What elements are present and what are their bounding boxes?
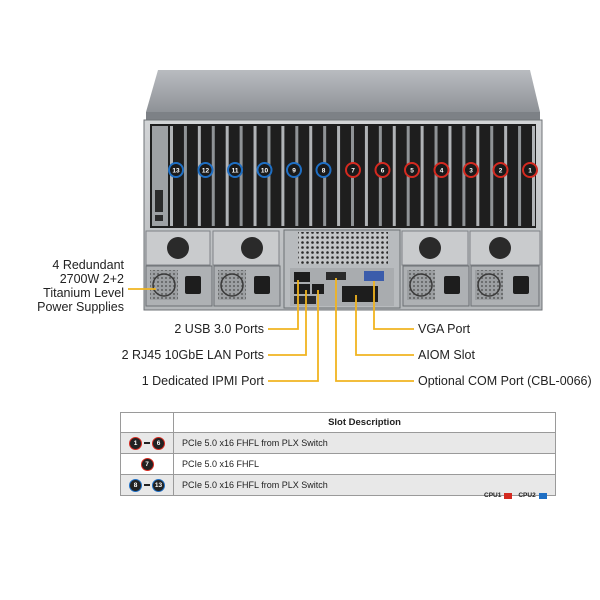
psu-label-line: 2700W 2+2 bbox=[59, 272, 124, 286]
slot-number: 10 bbox=[261, 168, 269, 175]
slot-description: PCIe 5.0 x16 FHFL from PLX Switch bbox=[173, 474, 556, 496]
slot-bracket bbox=[183, 126, 187, 226]
slot-bracket bbox=[253, 126, 257, 226]
psu-label-line: Titanium Level bbox=[43, 286, 124, 300]
callout-line-com bbox=[335, 278, 414, 382]
slot-bracket bbox=[392, 126, 396, 226]
slot-bracket bbox=[239, 126, 243, 226]
slot-badge-3: 3 bbox=[463, 162, 479, 178]
slot-badge: 7 bbox=[140, 457, 154, 471]
table-row: 7 PCIe 5.0 x16 FHFL bbox=[120, 453, 556, 475]
callout-line-lan bbox=[268, 290, 307, 356]
slot-badge-2: 2 bbox=[492, 162, 509, 178]
psu-4 bbox=[470, 265, 540, 307]
slot-bracket bbox=[476, 126, 480, 226]
slot-number: 1 bbox=[528, 168, 532, 175]
slot-bracket bbox=[197, 126, 201, 226]
slot-badges: 13 12 11 10 9 8 7 6 5 4 3 2 1 bbox=[168, 162, 538, 178]
slot-number: 12 bbox=[202, 168, 210, 175]
slot-badge-6: 6 bbox=[374, 162, 391, 178]
slot-number: 7 bbox=[351, 168, 355, 175]
slot-badge-8: 8 bbox=[315, 162, 332, 178]
slot-number: 3 bbox=[469, 168, 473, 175]
psu-3 bbox=[402, 265, 470, 307]
callout-line-ipmi bbox=[268, 290, 319, 382]
slot-bracket bbox=[364, 126, 368, 226]
cpu-legend: CPU1 CPU2 bbox=[484, 492, 547, 499]
slot-badge: 13 bbox=[152, 478, 165, 492]
slot-description: PCIe 5.0 x16 FHFL from PLX Switch bbox=[173, 432, 556, 454]
slot-bracket bbox=[337, 126, 341, 226]
psu-label: 4 Redundant 2700W 2+2 Titanium Level Pow… bbox=[8, 258, 124, 314]
table-corner-cell bbox=[120, 412, 174, 433]
slot-number: 11 bbox=[232, 168, 239, 175]
lan-ports-label: 2 RJ45 10GbE LAN Ports bbox=[121, 348, 264, 362]
io-panel bbox=[283, 229, 401, 309]
slot-bracket bbox=[281, 126, 285, 226]
slot-badge-13: 13 bbox=[168, 162, 184, 178]
psu-2 bbox=[213, 265, 281, 307]
slot-bracket bbox=[420, 126, 424, 226]
vga-port-label: VGA Port bbox=[418, 322, 471, 336]
slot-bracket bbox=[490, 126, 494, 226]
psu-label-line: Power Supplies bbox=[37, 300, 124, 314]
slot-number: 5 bbox=[410, 168, 414, 175]
psu-bays bbox=[145, 230, 541, 307]
slot-bracket bbox=[211, 126, 215, 226]
slot-description: PCIe 5.0 x16 FHFL bbox=[173, 453, 556, 475]
slot-number: 9 bbox=[292, 168, 296, 175]
vga-port bbox=[364, 271, 384, 281]
slot-badge-9: 9 bbox=[286, 162, 302, 178]
usb-port bbox=[294, 272, 310, 282]
slot-badge-5: 5 bbox=[404, 162, 420, 178]
slot-number: 6 bbox=[381, 168, 385, 175]
legend-cpu1-label: CPU1 bbox=[484, 492, 502, 499]
slot-badge-1: 1 bbox=[522, 162, 538, 178]
slot-number: 8 bbox=[322, 168, 326, 175]
psu-label-line: 4 Redundant bbox=[52, 258, 124, 272]
callout-lines bbox=[128, 278, 414, 382]
usb-ports-label: 2 USB 3.0 Ports bbox=[174, 322, 264, 336]
slot-number: 2 bbox=[499, 168, 503, 175]
aiom-slot-label: AIOM Slot bbox=[418, 348, 475, 362]
slot-bracket bbox=[225, 126, 229, 226]
slot-bracket bbox=[448, 126, 452, 226]
slot-badge-12: 12 bbox=[197, 162, 214, 178]
slot-bracket bbox=[434, 126, 438, 226]
com-port-label: Optional COM Port (CBL-0066) bbox=[418, 374, 592, 388]
slot-range-cell: 7 bbox=[120, 453, 174, 475]
slot-badge: 6 bbox=[152, 436, 165, 450]
slot-badge-4: 4 bbox=[433, 162, 450, 178]
legend-cpu2-swatch bbox=[538, 492, 547, 499]
table-row: 8 13 PCIe 5.0 x16 FHFL from PLX Switch bbox=[120, 474, 556, 496]
slot-badge-7: 7 bbox=[345, 162, 361, 178]
callout-line-usb bbox=[268, 280, 299, 330]
slot-bracket bbox=[518, 126, 522, 226]
psu-1 bbox=[145, 265, 213, 307]
callout-line-vga bbox=[373, 281, 414, 330]
com-port bbox=[326, 272, 346, 280]
legend-cpu1-swatch bbox=[504, 492, 513, 499]
slot-badge-10: 10 bbox=[256, 162, 273, 178]
slot-bracket bbox=[462, 126, 466, 226]
slot-number: 13 bbox=[172, 168, 180, 175]
slot-badge-11: 11 bbox=[227, 162, 243, 178]
lan-port bbox=[294, 284, 310, 294]
slot-range-cell: 8 13 bbox=[120, 474, 174, 496]
ipmi-port-label: 1 Dedicated IPMI Port bbox=[141, 374, 264, 388]
callout-line-aiom bbox=[355, 295, 414, 356]
chassis-top bbox=[146, 70, 540, 122]
slot-badge: 8 bbox=[129, 478, 142, 492]
legend-cpu2-label: CPU2 bbox=[518, 492, 536, 499]
aiom-slot bbox=[342, 286, 378, 302]
slot-number: 4 bbox=[440, 168, 444, 175]
slot-badge: 1 bbox=[129, 436, 142, 450]
ipmi-port bbox=[312, 284, 324, 294]
table-header: Slot Description bbox=[173, 412, 556, 433]
slot-bracket bbox=[309, 126, 313, 226]
